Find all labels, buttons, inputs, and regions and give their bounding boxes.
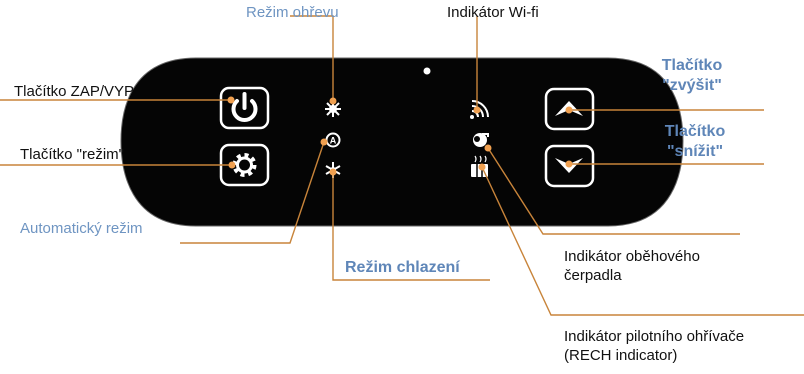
- pump-icon: [473, 133, 489, 147]
- heater-indicator-label: Indikátor pilotního ohřívače (RECH indic…: [564, 328, 744, 366]
- control-panel: [120, 57, 684, 227]
- pump-indicator-label: Indikátor oběhového čerpadla: [564, 248, 700, 286]
- pointer-dots: [227, 96, 573, 176]
- power-button[interactable]: [219, 86, 270, 130]
- down-button-label: Tlačítko "snížit": [645, 122, 745, 162]
- heating-mode-label: Režim ohřevu: [246, 4, 339, 21]
- pump-indicator-label-line2: čerpadla: [564, 266, 622, 284]
- cooling-mode-label: Režim chlazení: [345, 259, 460, 276]
- status-light: [423, 67, 431, 75]
- heater-indicator-label-line1: Indikátor pilotního ohřívače: [564, 328, 745, 345]
- down-button-label-line1: Tlačítko: [664, 123, 726, 140]
- up-button-label-line1: Tlačítko: [661, 57, 723, 74]
- leader-lines: [0, 15, 804, 316]
- up-button-label-line2: "zvýšit": [662, 77, 722, 94]
- power-button-label: Tlačítko ZAP/VYP: [14, 83, 135, 100]
- mode-button-label: Tlačítko "režim": [20, 146, 124, 163]
- gear-icon: [232, 153, 257, 177]
- wifi-indicator-label: Indikátor Wi-fi: [447, 4, 539, 21]
- down-button-label-line2: "snížit": [666, 143, 724, 160]
- auto-mode-label: Automatický režim: [20, 220, 143, 237]
- pump-indicator-label-line1: Indikátor oběhového: [564, 248, 700, 265]
- power-icon: [231, 92, 258, 123]
- svg-text:A: A: [330, 136, 337, 146]
- heater-indicator-label-line2: (RECH indicator): [564, 346, 678, 364]
- up-button-label: Tlačítko "zvýšit": [642, 56, 742, 96]
